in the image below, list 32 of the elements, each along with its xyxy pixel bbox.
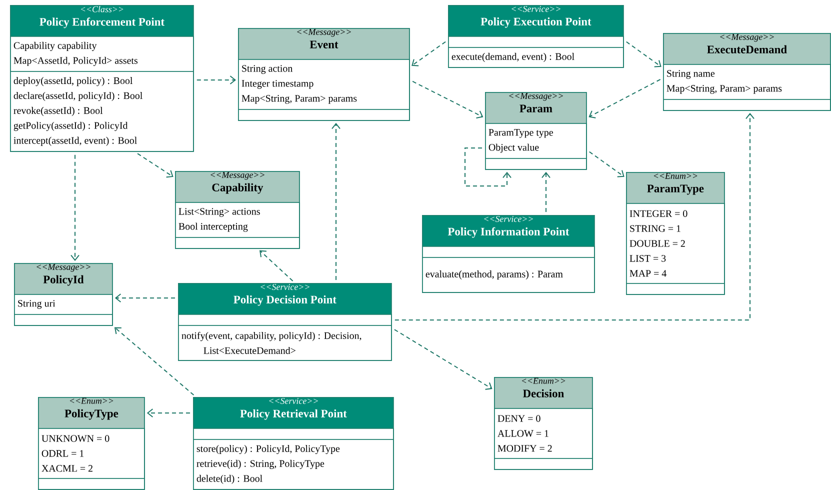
dependency-arrow [146,408,190,418]
attribute-list: Capability capability Map<AssetId, PolicyId> assets [10,36,194,72]
empty-compartment [626,283,725,295]
dependency-arrow [394,329,492,390]
empty-compartment [175,237,300,249]
dependency-arrow [412,80,484,119]
empty-compartment [494,458,593,470]
dependency-arrow [137,153,174,178]
empty-compartment [422,246,595,258]
dependency-arrow [114,294,176,302]
attribute-list: String uri [14,294,113,315]
dependency-arrow [588,151,624,178]
dependency-arrow [542,172,550,212]
empty-compartment [193,428,394,440]
dependency-arrow [70,154,80,261]
dependency-arrow [588,78,661,118]
dependency-arrow [259,250,294,282]
empty-compartment [238,109,410,121]
dependency-arrow [196,76,236,84]
dependency-arrow [394,112,754,320]
empty-compartment [38,478,145,490]
empty-compartment [448,36,624,48]
dependency-arrow [464,148,512,186]
dependency-arrow [332,122,340,280]
dependency-arrow [412,41,446,66]
empty-compartment [178,314,392,326]
empty-compartment [14,314,113,326]
dependency-arrow [626,41,662,68]
dependency-arrow [114,327,194,396]
empty-compartment [485,158,587,170]
empty-compartment [663,99,831,111]
method-list: execute(demand, event) : Bool [448,47,624,68]
